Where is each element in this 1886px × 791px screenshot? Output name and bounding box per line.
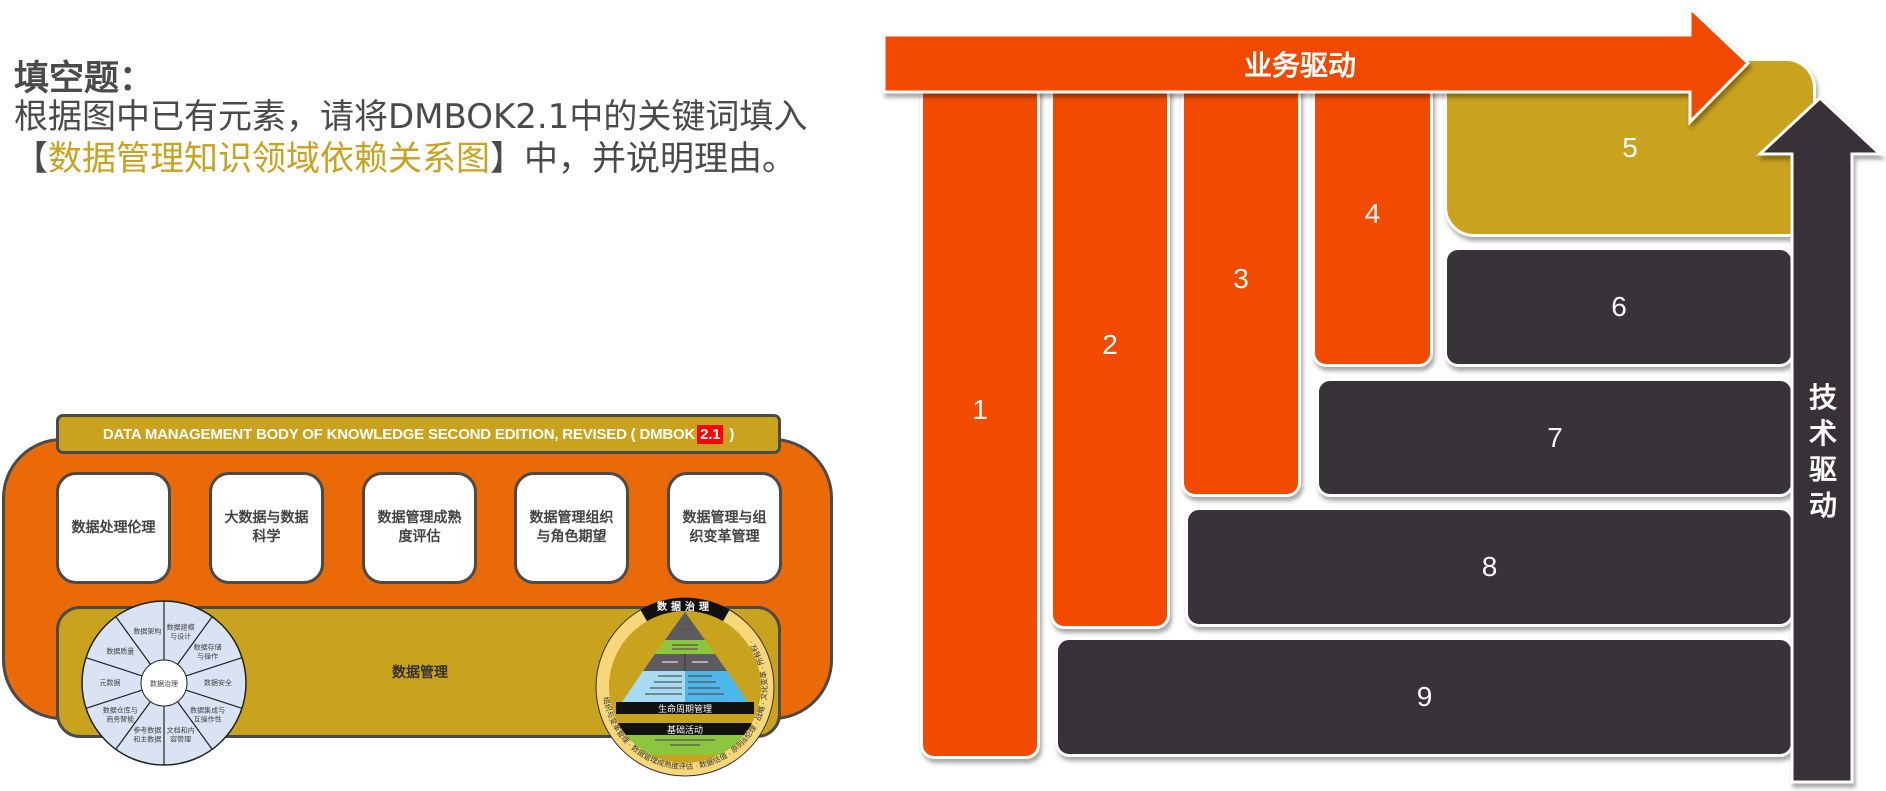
wheel-segment-label: 数据存储与操作 <box>194 642 222 660</box>
question-text-end: 】中，并说明理由。 <box>490 139 796 179</box>
slot-3-number: 3 <box>1233 262 1249 294</box>
slot-8[interactable]: 8 <box>1185 507 1794 627</box>
slot-3[interactable]: 3 <box>1181 60 1301 497</box>
lifecycle-label: 生命周期管理 <box>658 703 712 714</box>
wheel-divider <box>85 657 143 677</box>
knowledge-box-organization: 数据管理组织与角色期望 <box>514 472 629 584</box>
wheel-segment-label: 数据架构 <box>133 627 161 636</box>
wheel-divider <box>85 689 143 709</box>
knowledge-box-change: 数据管理与组织变革管理 <box>667 472 782 584</box>
wheel-center <box>140 659 188 707</box>
slot-5-number: 5 <box>1622 131 1638 163</box>
dmbok-pyramid: 组织与变革管理 · 数据管理成熟度评估 · 数据估值 · 原则&伦理 · 战略 … <box>595 597 775 777</box>
slot-7[interactable]: 7 <box>1316 378 1794 497</box>
slot-2[interactable]: 2 <box>1050 60 1170 629</box>
slot-9-number: 9 <box>1416 681 1433 712</box>
slot-2-number: 2 <box>1102 328 1118 360</box>
dmbok-wheel: 数据建模与设计数据存储与操作数据安全数据集成与互操作性文档和内容管理参考数据和主… <box>81 600 247 766</box>
knowledge-box-maturity: 数据管理成熟度评估 <box>362 472 477 584</box>
wheel-segment-label: 文档和内容管理 <box>167 725 195 743</box>
wheel-segment-label: 数据质量 <box>106 646 134 655</box>
governance-ring-segment <box>640 597 730 622</box>
wheel-segment-label: 数据建模与设计 <box>167 623 195 641</box>
knowledge-box-bigdata: 大数据与数据科学 <box>209 472 324 584</box>
slot-9[interactable]: 9 <box>1055 637 1794 757</box>
slot-1-number: 1 <box>972 393 988 425</box>
slot-4-number: 4 <box>1364 197 1381 229</box>
dmbok-header: DATA MANAGEMENT BODY OF KNOWLEDGE SECOND… <box>56 414 781 454</box>
business-drive-label: 业务驱动 <box>1243 49 1356 82</box>
wheel-segment-label: 数据安全 <box>204 678 232 687</box>
slot-6-number: 6 <box>1611 291 1627 322</box>
question-highlight: 数据管理知识领域依赖关系图 <box>48 139 490 179</box>
slot-1[interactable]: 1 <box>920 60 1040 759</box>
question-title: 填空题： <box>14 59 155 99</box>
wheel-divider <box>115 616 151 665</box>
dmbok-header-close: ) <box>729 425 735 443</box>
wheel-segment-label: 数据集成与互操作性 <box>190 706 225 724</box>
tech-drive-label: 技术驱动 <box>1808 381 1837 522</box>
wheel-segment-label: 元数据 <box>100 678 121 687</box>
knowledge-box-ethics: 数据处理伦理 <box>56 472 171 584</box>
wheel-divider <box>177 701 213 750</box>
dmbok-version-badge: 2.1 <box>697 424 724 444</box>
wheel-divider <box>185 657 243 677</box>
wheel-segment-label: 参考数据和主数据 <box>133 725 161 743</box>
slot-8-number: 8 <box>1481 551 1498 582</box>
slot-7-number: 7 <box>1547 421 1563 453</box>
wheel-divider <box>185 689 243 709</box>
slot-4[interactable]: 4 <box>1312 60 1433 367</box>
wheel-center-label: 数据治理 <box>150 679 178 688</box>
tech-drive-arrow <box>1756 95 1884 784</box>
data-management-label: 数据管理 <box>392 665 448 681</box>
question-body: 根据图中已有元素，请将DMBOK2.1中的关键词填入【数据管理知识领域依赖关系图… <box>14 96 854 180</box>
wheel-segment-label: 数据仓库与商务智能 <box>103 706 138 724</box>
dmbok-header-text: DATA MANAGEMENT BODY OF KNOWLEDGE SECOND… <box>102 425 696 443</box>
wheel-divider <box>177 616 213 665</box>
governance-ring-label: 数据治理 <box>657 600 713 613</box>
question-text-start: 根据图中已有元素，请将DMBOK2.1中的关键词填入【 <box>14 97 808 179</box>
foundation-label: 基础活动 <box>667 724 703 735</box>
business-drive-arrow <box>882 4 1751 126</box>
slot-6[interactable]: 6 <box>1444 247 1794 367</box>
wheel-divider <box>115 701 151 750</box>
